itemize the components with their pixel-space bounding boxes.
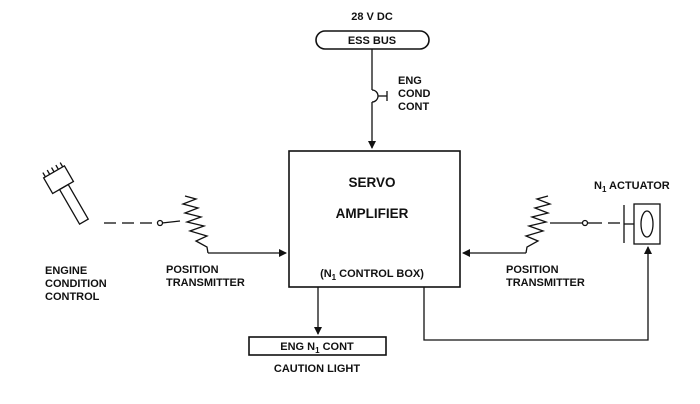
supply-voltage-label: 28 V DC	[351, 11, 393, 23]
caution-light-box: ENG N1 CONT	[248, 336, 387, 356]
breaker-label-line1: ENG	[398, 75, 422, 87]
ess-bus-label: ESS BUS	[348, 35, 396, 47]
servo-to-actuator-wire	[423, 246, 652, 341]
servo-amplifier-box: SERVO AMPLIFIER (N1 CONTROL BOX)	[288, 150, 461, 288]
left-transmitter-label-line2: TRANSMITTER	[166, 277, 245, 289]
servo-title-line2: AMPLIFIER	[336, 206, 409, 221]
bus-to-servo-wire	[368, 49, 388, 149]
engine-control-label-line2: CONDITION	[45, 278, 107, 290]
left-linkage	[104, 219, 181, 227]
actuator-label: N1 ACTUATOR	[594, 180, 670, 194]
left-transmitter-icon	[180, 195, 287, 257]
right-transmitter-label-line1: POSITION	[506, 264, 559, 276]
engine-control-label-line3: CONTROL	[45, 291, 100, 303]
servo-title-line1: SERVO	[348, 175, 395, 190]
caution-light-label: CAUTION LIGHT	[274, 363, 360, 375]
circuit-breaker-icon	[371, 89, 379, 103]
right-transmitter-label-line2: TRANSMITTER	[506, 277, 585, 289]
right-transmitter-icon	[462, 195, 620, 257]
left-transmitter-label-line1: POSITION	[166, 264, 219, 276]
n1-actuator-icon	[623, 203, 661, 245]
servo-subtitle: (N1 CONTROL BOX)	[320, 268, 424, 282]
breaker-label-line3: CONT	[398, 101, 429, 113]
ess-bus: ESS BUS	[315, 30, 430, 50]
breaker-label-line2: COND	[398, 88, 430, 100]
engine-condition-control-icon	[42, 162, 90, 226]
engine-control-label-line1: ENGINE	[45, 265, 87, 277]
caution-light-text: ENG N1 CONT	[280, 341, 354, 355]
